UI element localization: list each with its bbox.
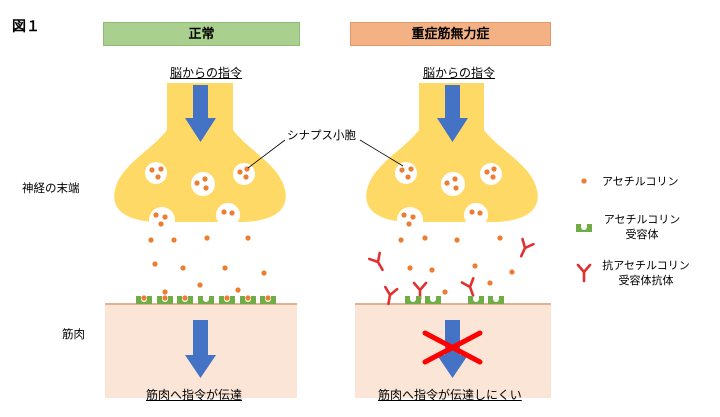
nerve-terminal-normal	[114, 83, 286, 222]
signal-arrow-normal-top	[185, 85, 216, 142]
legend-antibody-label: 抗アセチルコリン 受容体抗体	[596, 258, 696, 288]
caption-normal-bottom: 筋肉へ指令が伝達	[146, 388, 243, 402]
legend-receptor-line1: アセチルコリン	[603, 213, 681, 226]
header-normal: 正常	[103, 22, 300, 46]
antibodies-mg	[368, 237, 535, 307]
signal-arrow-normal-bottom	[185, 320, 216, 378]
legend-ach-label: アセチルコリン	[602, 175, 679, 188]
caption-normal-top: 脳からの指令	[170, 66, 243, 80]
figure-label: 図１	[12, 19, 40, 35]
caption-mg-bottom: 筋肉へ指令が伝達しにくい	[378, 388, 522, 402]
nerve-terminal-mg	[366, 83, 538, 222]
header-myasthenia: 重症筋無力症	[350, 22, 551, 46]
legend-receptor-line2: 受容体	[625, 228, 659, 241]
label-nerve-terminal: 神経の末端	[22, 181, 80, 195]
legend-antibody-icon	[576, 263, 592, 283]
legend-receptor-label: アセチルコリン 受容体	[600, 212, 684, 242]
signal-arrow-mg-top	[437, 85, 468, 142]
legend-antibody-line2: 受容体抗体	[618, 274, 674, 287]
legend-ach-icon	[581, 178, 587, 184]
panel-normal	[105, 83, 297, 398]
block-x-icon	[422, 330, 483, 365]
legend-receptor-icon	[576, 224, 592, 232]
free-ach-normal	[148, 235, 267, 295]
vesicle-leader-left	[247, 139, 286, 169]
receptors-normal	[136, 296, 276, 304]
vesicle-leader-right	[359, 139, 404, 167]
label-muscle: 筋肉	[62, 327, 85, 341]
label-synaptic-vesicle: シナプス小胞	[287, 128, 356, 142]
caption-mg-top: 脳からの指令	[423, 66, 496, 80]
receptors-mg	[405, 296, 504, 304]
panel-myasthenia	[355, 83, 551, 398]
legend-antibody-line1: 抗アセチルコリン	[602, 259, 690, 272]
